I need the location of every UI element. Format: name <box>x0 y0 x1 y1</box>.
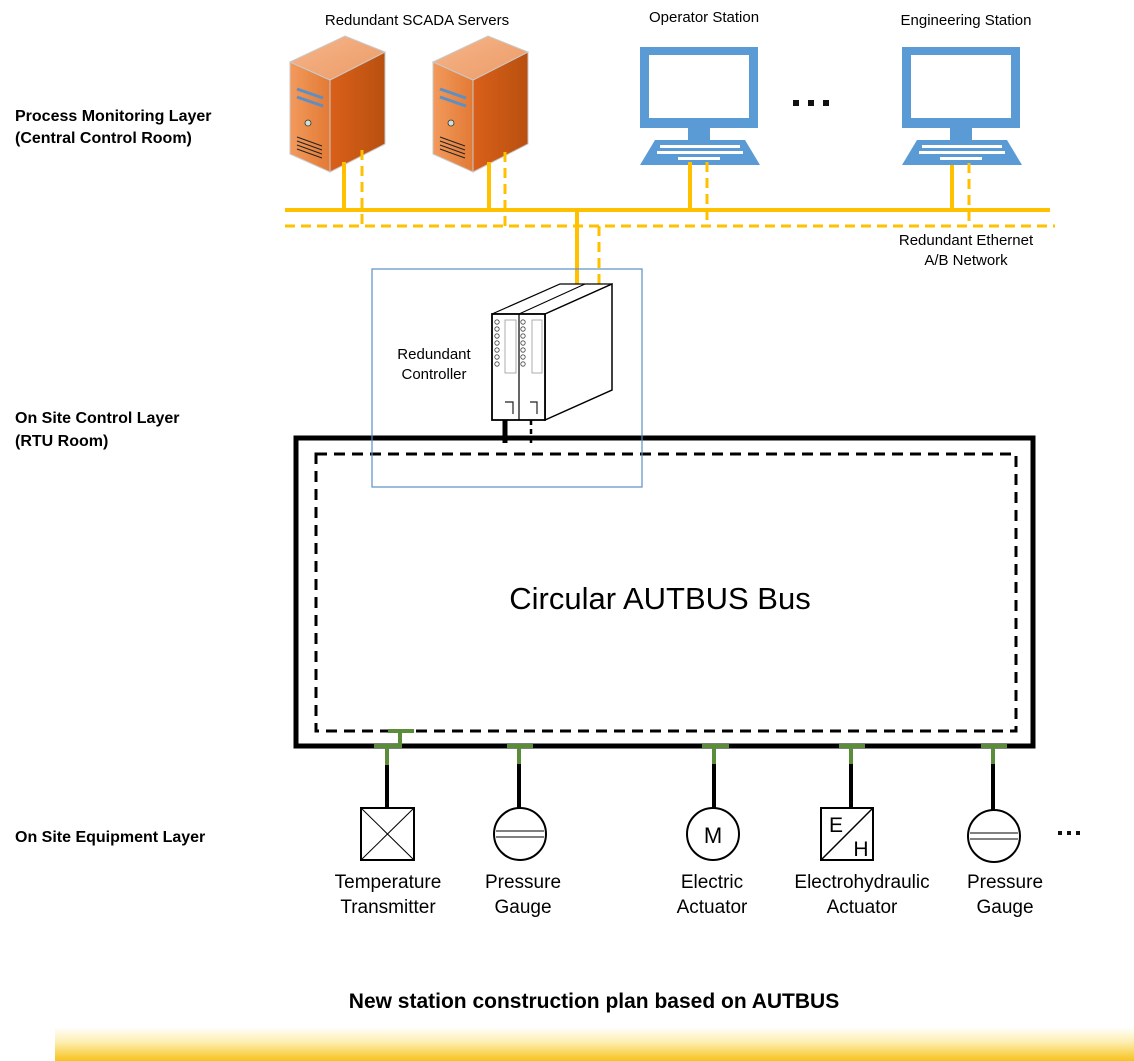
equipment-label: Pressure <box>967 872 1043 893</box>
pressure-gauge-icon <box>967 809 1021 863</box>
equipment-label: Electrohydraulic <box>794 872 929 893</box>
equipment-label: Electric <box>681 872 743 893</box>
bus-ring-secondary <box>314 452 1018 733</box>
equipment-label: Actuator <box>677 897 748 918</box>
bus-title: Circular AUTBUS Bus <box>509 581 810 616</box>
layer-label-equipment: On Site Equipment Layer <box>15 829 205 846</box>
controller-frame <box>371 268 643 488</box>
layer-label-monitoring: Process Monitoring Layer <box>15 108 212 125</box>
operator-station-icon <box>640 47 760 165</box>
footer-gradient-band <box>55 1027 1134 1061</box>
network-label: Redundant Ethernet <box>899 232 1034 249</box>
scada-server-icon <box>431 35 530 173</box>
equipment-label: Gauge <box>494 897 551 918</box>
equipment-label: Actuator <box>827 897 898 918</box>
servers-label: Redundant SCADA Servers <box>325 12 509 29</box>
equipment-label: Pressure <box>485 872 561 893</box>
network-label-sub: A/B Network <box>924 252 1008 269</box>
redundant-controller-icon <box>491 282 613 422</box>
equipment-label: Temperature <box>335 872 442 893</box>
layer-label-control: On Site Control Layer <box>15 410 179 427</box>
bus-ring-primary <box>293 435 1036 749</box>
electric-actuator-icon: M <box>686 807 740 861</box>
controller-label-sub: Controller <box>401 366 466 383</box>
temperature-transmitter-icon <box>360 807 415 861</box>
redundant-ethernet-network <box>285 150 1055 287</box>
electric-actuator-symbol: M <box>704 823 722 848</box>
autbus-ring <box>293 435 1036 749</box>
scada-server-icon <box>288 35 387 173</box>
layer-label-monitoring-sub: (Central Control Room) <box>15 130 192 147</box>
operator-station-label: Operator Station <box>649 9 759 26</box>
engineering-station-icon <box>902 47 1022 165</box>
equipment-label: Transmitter <box>340 897 436 918</box>
more-stations-ellipsis <box>793 100 829 106</box>
controller-label: Redundant <box>397 346 471 363</box>
engineering-station-label: Engineering Station <box>901 12 1032 29</box>
more-equipment-ellipsis <box>1058 831 1080 835</box>
equipment-label: Gauge <box>976 897 1033 918</box>
eh-symbol-h: H <box>853 838 868 861</box>
electrohydraulic-actuator-icon: E H <box>820 807 874 861</box>
eh-symbol-e: E <box>829 814 843 837</box>
bus-taps <box>374 729 1007 810</box>
layer-label-control-sub: (RTU Room) <box>15 433 108 450</box>
figure-caption: New station construction plan based on A… <box>349 990 839 1013</box>
pressure-gauge-icon <box>493 807 547 861</box>
